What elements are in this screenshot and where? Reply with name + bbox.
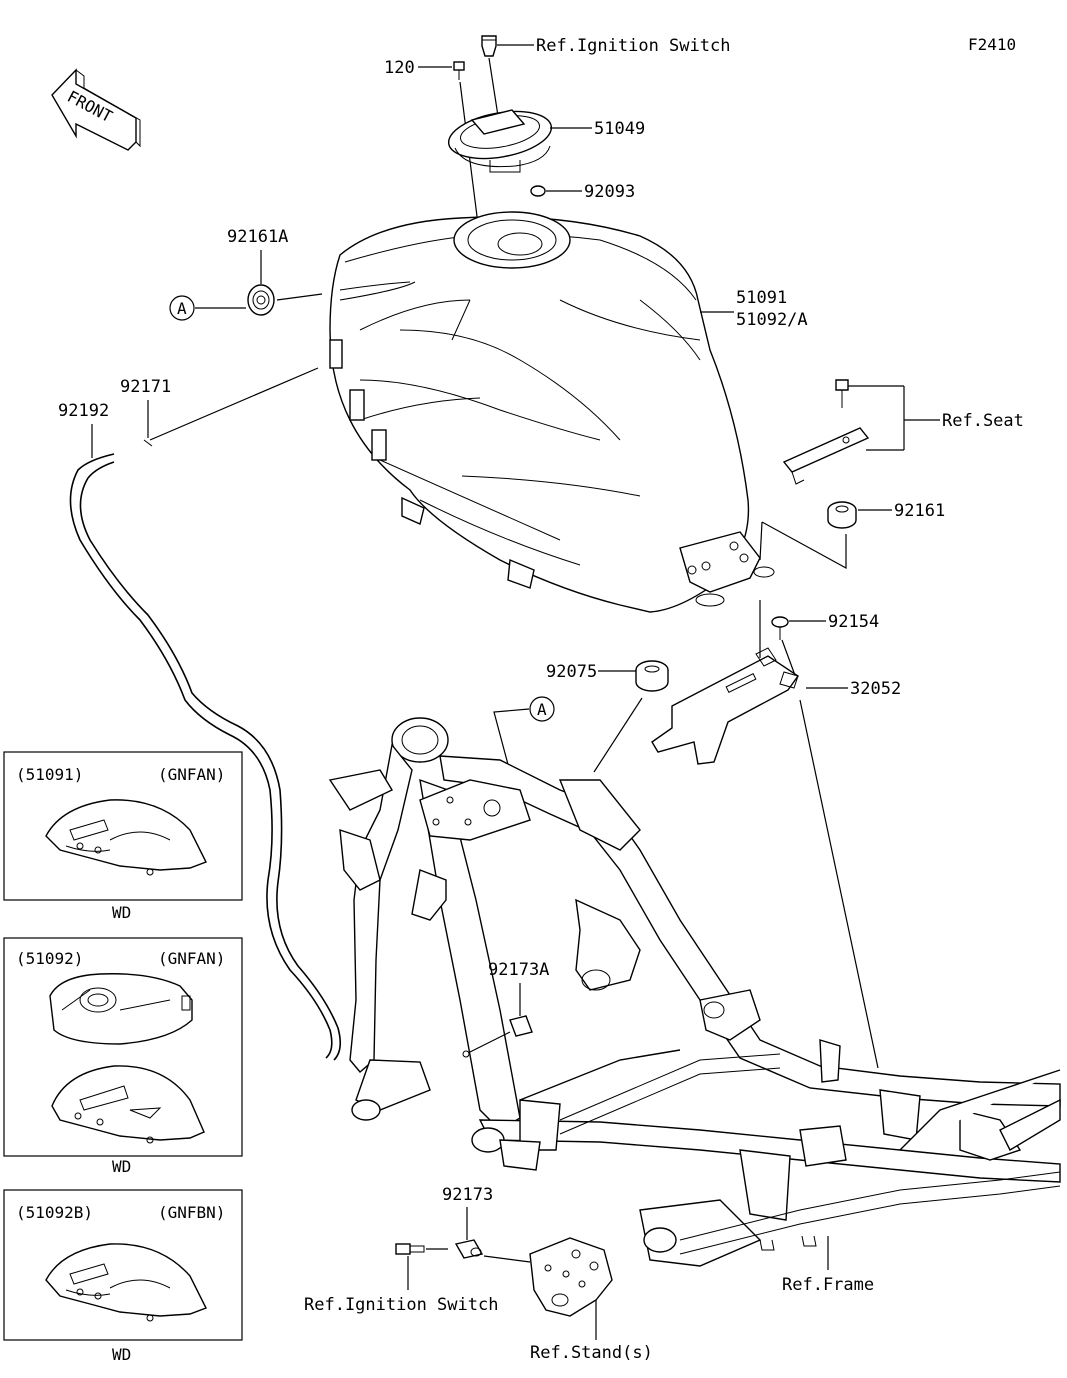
variant-box-1: (51091) (GNFAN) <box>3 751 243 901</box>
label-92154: 92154 <box>828 612 879 632</box>
damper-92173-icon <box>454 1239 484 1259</box>
reference-a-circle <box>169 295 195 321</box>
label-51092A: 51092/A <box>736 310 808 330</box>
screw-120-icon <box>453 61 465 80</box>
label-51049: 51049 <box>594 119 645 139</box>
variant-1-code: (GNFAN) <box>158 765 225 784</box>
variant-3-code: (GNFBN) <box>158 1203 225 1222</box>
label-120: 120 <box>384 58 415 78</box>
label-92161: 92161 <box>894 501 945 521</box>
variant-3-caption: WD <box>112 1345 131 1364</box>
variant-2-code: (GNFAN) <box>158 949 225 968</box>
label-ref-ignition-switch-bottom: Ref.Ignition Switch <box>304 1295 498 1315</box>
label-circle-a: A <box>177 299 187 318</box>
figure-code: F2410 <box>968 35 1016 54</box>
front-arrow-icon: FRONT <box>51 68 141 151</box>
label-ref-frame: Ref.Frame <box>782 1275 874 1295</box>
label-92093: 92093 <box>584 182 635 202</box>
label-ref-seat: Ref.Seat <box>942 411 1024 431</box>
variant-1-caption: WD <box>112 903 131 922</box>
fuel-tank-icon <box>329 211 775 613</box>
grommet-92093-icon <box>530 185 546 197</box>
damper-92161A-icon <box>247 284 275 316</box>
bolt-92154-icon <box>771 616 789 640</box>
variant-box-3: (51092B) (GNFBN) <box>3 1189 243 1341</box>
label-92192: 92192 <box>58 401 109 421</box>
variant-3-tank-icon <box>45 1243 207 1322</box>
label-ref-stands: Ref.Stand(s) <box>530 1343 653 1363</box>
variant-3-part: (51092B) <box>16 1203 93 1222</box>
breather-hose-icon <box>69 453 342 1061</box>
label-51091: 51091 <box>736 288 787 308</box>
variant-1-part: (51091) <box>16 765 83 784</box>
variant-box-2: (51092) (GNFAN) <box>3 937 243 1157</box>
variant-2-tank-top-icon <box>49 973 193 1045</box>
seat-bolt-icon <box>835 379 849 408</box>
ignition-bolt-icon <box>481 35 497 57</box>
variant-1-tank-icon <box>45 799 207 876</box>
damper-92161-icon <box>827 501 857 529</box>
damper-92075-icon <box>635 660 669 692</box>
damper-92173A-icon <box>509 1015 533 1037</box>
label-92173: 92173 <box>442 1185 493 1205</box>
label-32052: 32052 <box>850 679 901 699</box>
label-circle-a-frame: A <box>537 700 547 719</box>
seat-bracket-icon <box>782 427 870 485</box>
bolt-ignition-bottom-icon <box>395 1243 425 1255</box>
variant-2-caption: WD <box>112 1157 131 1176</box>
variant-2-tank-side-icon <box>51 1065 205 1144</box>
stand-bracket-icon <box>529 1237 613 1317</box>
fuel-cap-icon <box>447 109 553 173</box>
label-ref-ignition-switch-top: Ref.Ignition Switch <box>536 36 730 56</box>
label-92171: 92171 <box>120 377 171 397</box>
clip-92171-icon <box>143 439 153 447</box>
label-92161A: 92161A <box>227 227 288 247</box>
variant-2-part: (51092) <box>16 949 83 968</box>
label-92173A: 92173A <box>488 960 549 980</box>
reference-a-circle-frame <box>529 696 555 722</box>
bracket-32052-icon <box>651 647 799 765</box>
frame-icon <box>328 717 1061 1267</box>
label-92075: 92075 <box>546 662 597 682</box>
